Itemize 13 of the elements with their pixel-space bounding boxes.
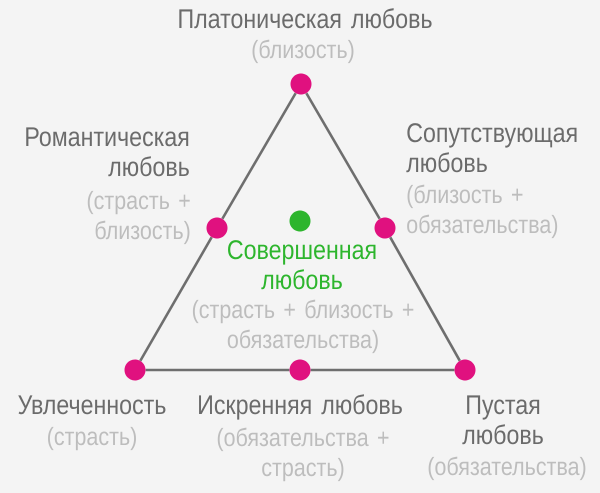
- love-type-label: Совершенная любовь: [228, 240, 376, 290]
- triangle-side: [310, 368, 454, 372]
- love-type-label: Искренняя любовь: [199, 394, 402, 420]
- love-type-label: Платоническая любовь: [179, 8, 432, 28]
- love-type-label: Сопутствующая любовь: [406, 123, 577, 172]
- love-type-label: Романтическая любовь: [26, 127, 189, 176]
- triangle-side: [146, 368, 290, 372]
- love-type-label: Увлеченность: [18, 395, 166, 414]
- triangle-side: [305, 92, 381, 220]
- love-type-label: Пустая любовь: [462, 395, 543, 444]
- triangle-side: [139, 236, 213, 362]
- triangle-side: [221, 92, 297, 220]
- triangle-side: [389, 236, 461, 362]
